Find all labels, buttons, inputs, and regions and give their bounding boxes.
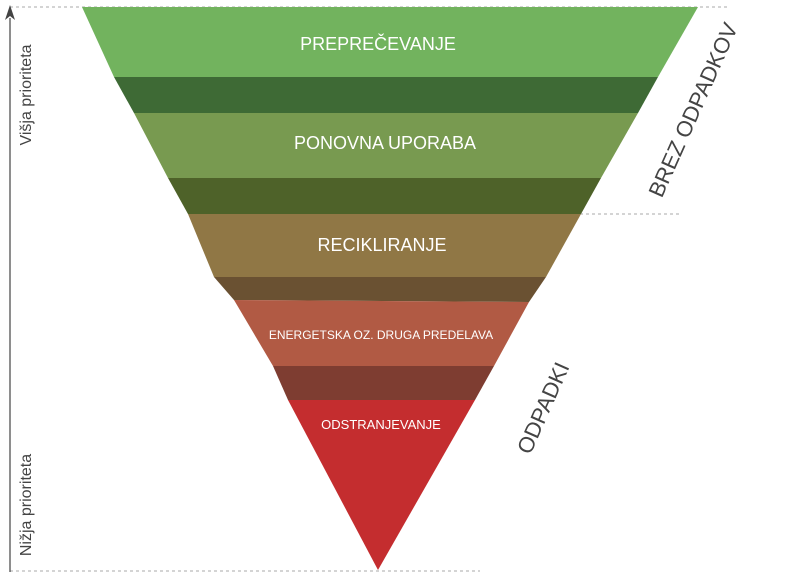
axis-label-lower-priority: Nižja prioriteta — [18, 454, 35, 556]
level-disposal — [288, 400, 475, 570]
level-disposal-label: ODSTRANJEVANJE — [321, 417, 441, 432]
level-prevention-label: PREPREČEVANJE — [300, 33, 456, 54]
level-recovery — [234, 300, 529, 366]
level-recycling-label: RECIKLIRANJE — [317, 235, 446, 255]
level-prevention — [82, 7, 698, 77]
shadow-band-4 — [273, 366, 494, 400]
shadow-band-2 — [168, 178, 601, 214]
priority-axis-arrowhead — [5, 5, 15, 20]
shadow-band-1 — [114, 77, 658, 113]
axis-label-higher-priority: Višja prioriteta — [18, 44, 35, 145]
level-recycling — [188, 214, 581, 277]
level-reuse-label: PONOVNA UPORABA — [294, 133, 476, 153]
shadow-band-3 — [214, 277, 546, 302]
level-reuse — [134, 113, 638, 178]
group-label-waste: ODPADKI — [512, 358, 574, 457]
level-recovery-label: ENERGETSKA OZ. DRUGA PREDELAVA — [269, 328, 493, 342]
